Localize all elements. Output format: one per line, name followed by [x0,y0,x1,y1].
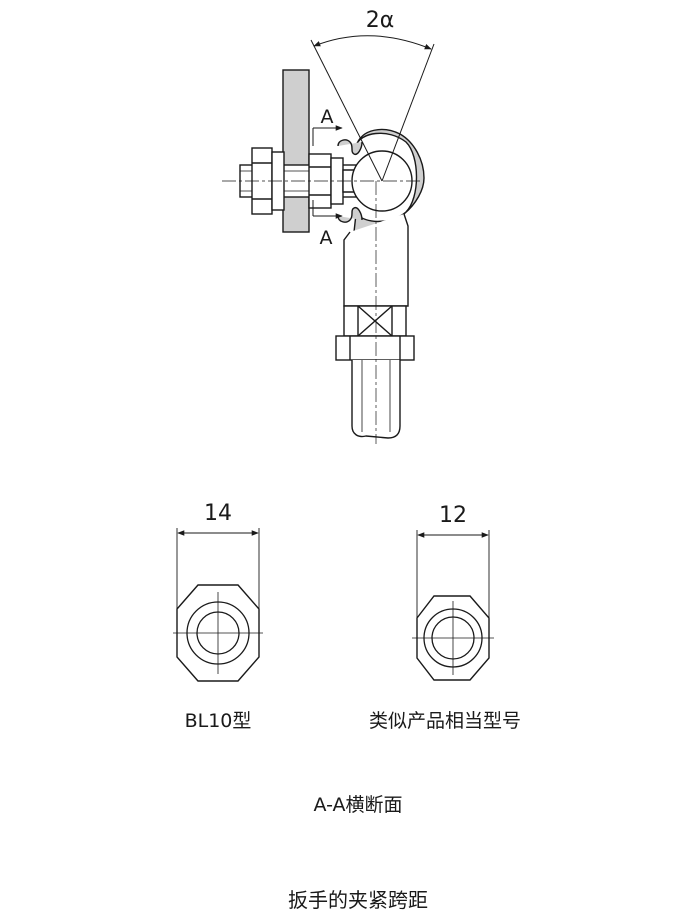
angle-label: 2α [366,8,395,33]
section-mark-top: A [321,106,334,128]
ball-joint-assembly [222,35,435,444]
seal-boot-upper [337,139,363,155]
right-hex-section [412,530,494,681]
angle-line-left [310,39,383,182]
figure-title: 扳手的夹紧跨距 [288,888,428,912]
hex-coupling [335,305,415,361]
section-caption: A-A横断面 [313,794,403,816]
seal-boot-lower [337,207,363,223]
mounting-plate [282,69,310,233]
left-hex-caption: BL10型 [184,710,252,732]
right-hex-outline [416,595,490,681]
right-hex-caption: 类似产品相当型号 [368,710,522,732]
left-hex-outline [176,584,260,682]
left-dimension-value: 14 [204,501,232,526]
angle-line-right [381,43,435,182]
angle-arc [313,35,432,50]
left-hex-section [173,528,263,682]
right-dimension-value: 12 [439,503,467,528]
section-mark-bottom: A [320,227,333,249]
